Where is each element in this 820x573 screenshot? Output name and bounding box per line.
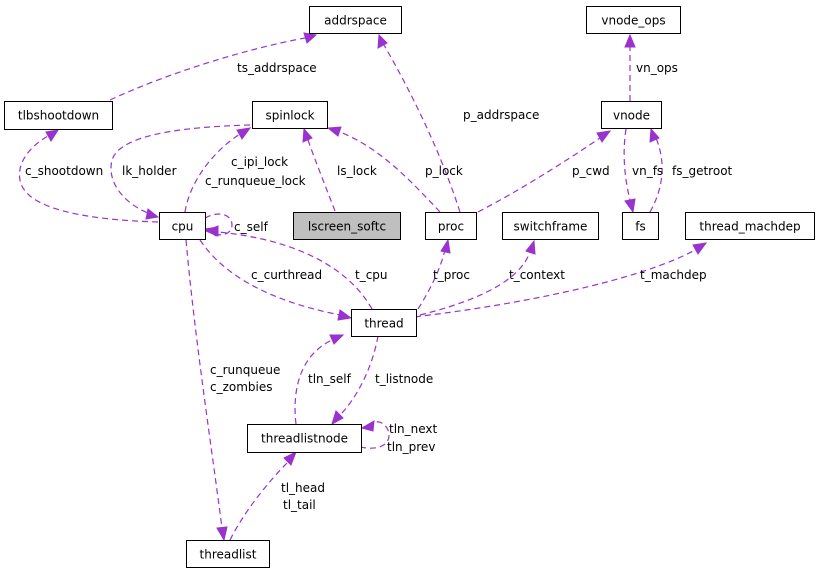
edge-tl-head <box>229 450 297 541</box>
label-ts-addrspace: ts_addrspace <box>237 61 317 75</box>
edge-t-machdep <box>404 242 708 319</box>
node-switchframe[interactable]: switchframe <box>502 212 599 240</box>
label-t-context: t_context <box>509 268 565 282</box>
node-label-lscreen-softc: lscreen_softc <box>308 220 386 234</box>
label-c-self: c_self <box>234 220 269 234</box>
node-vnode-ops[interactable]: vnode_ops <box>586 6 681 34</box>
edge-fs-getroot <box>649 127 663 213</box>
node-label-tlbshootdown: tlbshootdown <box>18 109 99 123</box>
node-label-thread-machdep: thread_machdep <box>699 220 800 234</box>
edge-c-curthread <box>199 239 353 321</box>
node-fs[interactable]: fs <box>622 212 659 240</box>
node-cpu[interactable]: cpu <box>159 212 206 240</box>
label-c-curthread: c_curthread <box>251 268 322 282</box>
node-threadlistnode[interactable]: threadlistnode <box>247 424 362 453</box>
node-thread[interactable]: thread <box>351 309 417 337</box>
edge-c-shootdown <box>18 129 159 223</box>
edge-t-proc <box>417 238 451 310</box>
edge-p-lock <box>326 126 441 213</box>
node-tlbshootdown[interactable]: tlbshootdown <box>4 101 113 130</box>
label-c-ipi-lock: c_ipi_lock <box>231 155 288 169</box>
node-label-vnode: vnode <box>613 109 650 123</box>
node-proc[interactable]: proc <box>425 212 477 240</box>
node-addrspace[interactable]: addrspace <box>309 6 402 34</box>
node-thread-machdep[interactable]: thread_machdep <box>685 212 815 240</box>
label-ls-lock: ls_lock <box>337 164 377 178</box>
label-tl-tail: tl_tail <box>283 498 316 512</box>
label-c-runqueue: c_runqueue <box>210 363 280 377</box>
label-c-shootdown: c_shootdown <box>25 164 103 178</box>
label-t-proc: t_proc <box>433 268 470 282</box>
edge-p-addrspace <box>377 33 461 213</box>
edge-c-ipi-lock <box>184 127 252 213</box>
label-tl-head: tl_head <box>281 481 325 495</box>
node-lscreen-softc[interactable]: lscreen_softc <box>293 212 401 240</box>
node-label-threadlist: threadlist <box>200 548 257 562</box>
node-label-proc: proc <box>438 220 464 234</box>
edge-c-runqueue <box>185 239 228 542</box>
label-t-listnode: t_listnode <box>375 372 433 386</box>
edge-ls-lock <box>302 127 336 212</box>
node-label-fs: fs <box>635 220 645 234</box>
label-tln-next: tln_next <box>389 422 438 436</box>
label-tln-self: tln_self <box>308 372 352 386</box>
label-t-cpu: t_cpu <box>355 268 388 282</box>
edge-t-listnode <box>331 335 379 426</box>
node-label-vnode-ops: vnode_ops <box>601 14 665 28</box>
node-label-thread: thread <box>364 317 403 331</box>
label-vn-ops: vn_ops <box>636 61 678 75</box>
label-c-runqueue-lock: c_runqueue_lock <box>205 174 306 188</box>
label-p-lock: p_lock <box>425 164 463 178</box>
edge-lk-holder <box>110 124 251 220</box>
node-label-spinlock: spinlock <box>265 109 314 123</box>
label-tln-prev: tln_prev <box>387 440 435 454</box>
edge-tln-next <box>359 420 390 449</box>
label-vn-fs: vn_fs <box>632 164 663 178</box>
edge-t-cpu <box>204 225 373 310</box>
label-c-zombies: c_zombies <box>210 380 273 394</box>
node-label-addrspace: addrspace <box>324 14 387 28</box>
label-t-machdep: t_machdep <box>640 268 707 282</box>
label-p-addrspace: p_addrspace <box>463 108 539 122</box>
node-threadlist[interactable]: threadlist <box>186 540 270 568</box>
node-spinlock[interactable]: spinlock <box>252 101 328 129</box>
label-p-cwd: p_cwd <box>572 164 610 178</box>
edge-p-cwd <box>477 130 612 213</box>
label-lk-holder: lk_holder <box>122 164 177 178</box>
node-label-threadlistnode: threadlistnode <box>261 432 348 446</box>
edge-t-context <box>419 239 536 316</box>
node-vnode[interactable]: vnode <box>601 101 662 129</box>
node-label-cpu: cpu <box>172 220 194 234</box>
label-fs-getroot: fs_getroot <box>672 164 733 178</box>
edge-tln-self <box>294 334 345 425</box>
edge-vn-ops <box>624 33 636 101</box>
edge-vn-fs <box>623 128 636 214</box>
node-label-switchframe: switchframe <box>514 220 588 234</box>
